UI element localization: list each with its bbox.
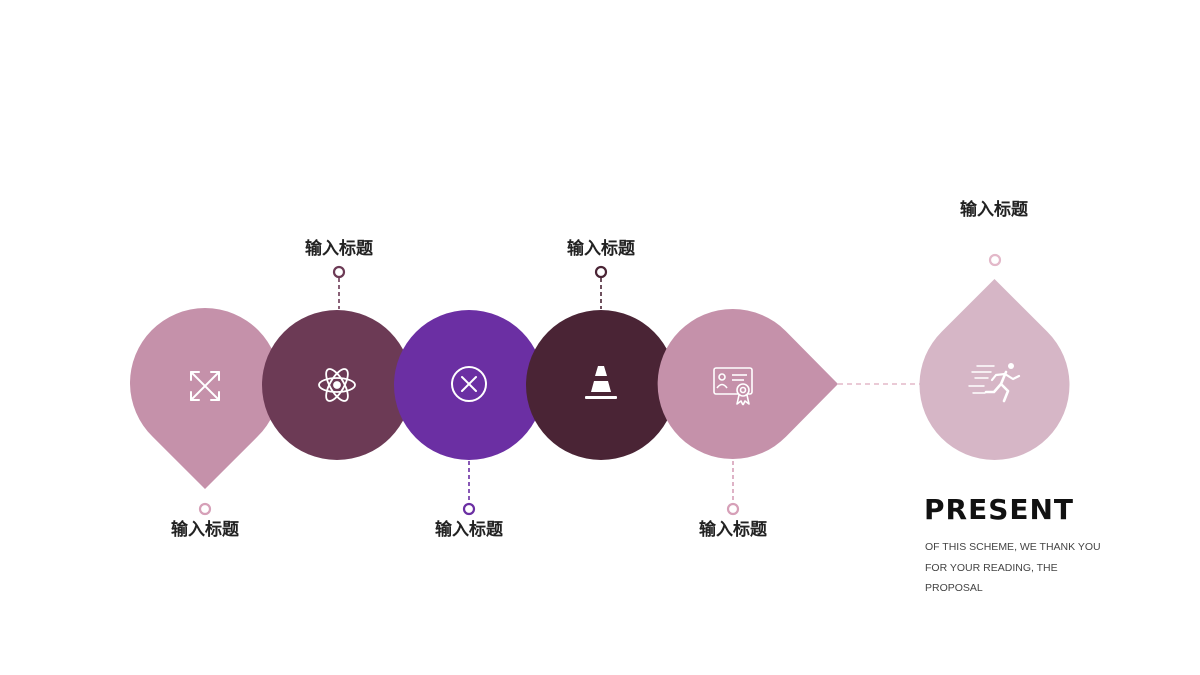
step-5-label: 输入标题 [699, 520, 767, 540]
present-description-line: PROPOSAL [925, 582, 983, 594]
running-person-icon [968, 363, 1021, 403]
present-description: OF THIS SCHEME, WE THANK YOU FOR YOUR RE… [925, 537, 1110, 599]
final-shape [919, 279, 1070, 460]
marker-step-5 [726, 461, 740, 516]
marker-step-4 [594, 265, 608, 309]
step-1-label: 输入标题 [171, 520, 239, 540]
present-title: PRESENT [924, 493, 1075, 526]
step-5-shape [657, 309, 838, 460]
step-1-shape [130, 308, 280, 489]
marker-step-3 [462, 461, 476, 516]
marker-final [988, 253, 1002, 267]
marker-step-1 [198, 502, 212, 516]
traffic-cone-icon [585, 366, 617, 399]
close-circle-icon [451, 366, 487, 402]
atom-icon [318, 368, 356, 402]
step-4-label: 输入标题 [567, 239, 635, 259]
marker-step-2 [332, 265, 346, 309]
final-label: 输入标题 [960, 200, 1028, 220]
present-description-line: OF THIS SCHEME, WE THANK YOU [925, 541, 1101, 553]
present-description-line: FOR YOUR READING, THE [925, 561, 1058, 574]
step-2-label: 输入标题 [305, 239, 373, 259]
step-3-label: 输入标题 [435, 520, 503, 540]
expand-arrows-icon [190, 371, 220, 401]
certificate-icon [713, 367, 753, 406]
